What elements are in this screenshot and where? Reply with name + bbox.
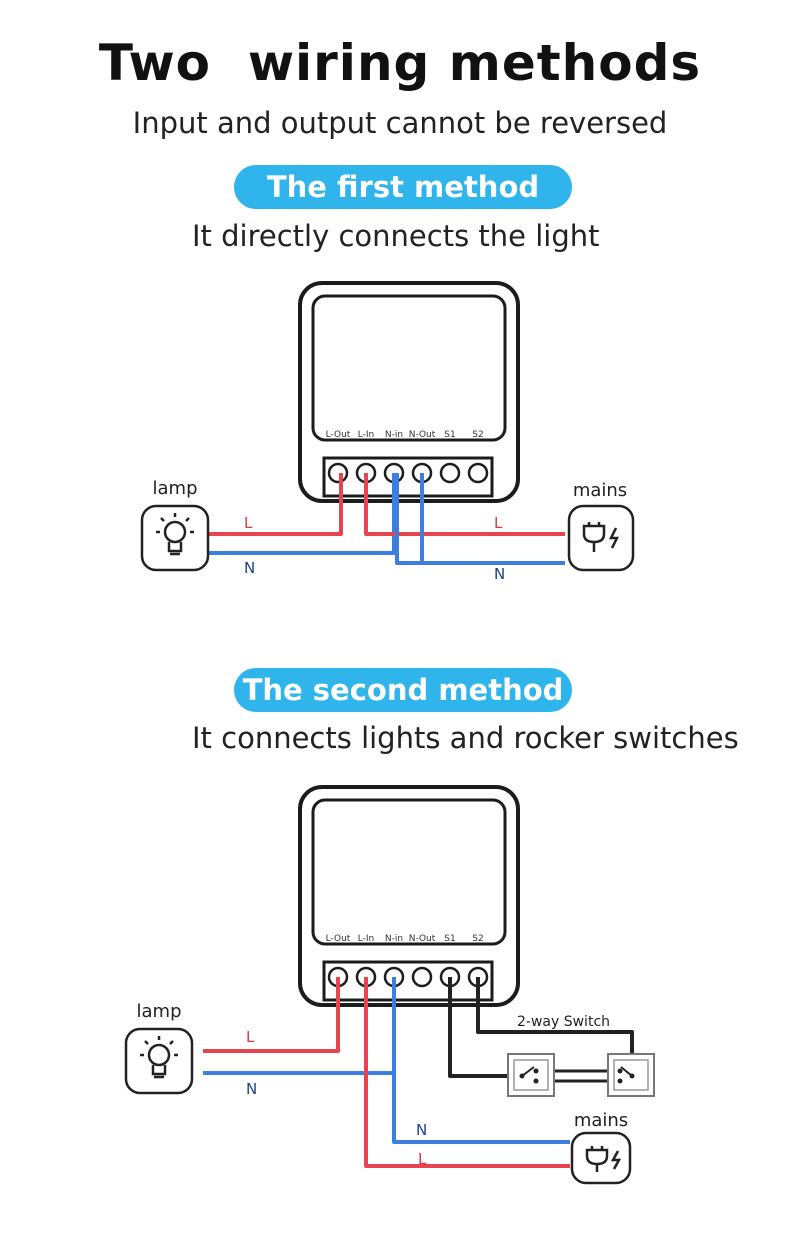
mains-live-wire — [364, 473, 565, 536]
method-2-badge: The second method — [234, 668, 572, 712]
mains-neutral-label: N — [494, 565, 505, 583]
lamp-live-wire — [208, 473, 343, 536]
terminal-label-l-out: L-Out — [326, 430, 351, 440]
lamp-live-label: L — [244, 514, 253, 532]
lamp-neutral-wire — [208, 473, 396, 555]
terminal-label-n-out: N-Out — [409, 934, 436, 944]
mains-label: mains — [574, 1110, 628, 1131]
lightbulb-icon — [140, 504, 210, 572]
method-1-description: It directly connects the light — [192, 219, 600, 253]
terminal-label-l-in: L-In — [358, 934, 374, 944]
method-1-diagram: L-Out L-In N-in N-Out S1 S2 L N L N lamp… — [140, 281, 635, 583]
terminal-label-n-out: N-Out — [409, 430, 436, 440]
terminal-label-n-in: N-in — [385, 430, 403, 440]
lamp-label: lamp — [137, 1001, 182, 1022]
terminal-label-l-in: L-In — [358, 430, 374, 440]
lamp-live-label: L — [246, 1028, 255, 1046]
mains-label: mains — [573, 480, 627, 501]
terminal-labels: L-Out L-In N-in N-Out S1 S2 — [326, 430, 484, 440]
terminal-label-s1: S1 — [444, 430, 455, 440]
terminal-block — [322, 960, 494, 1002]
lamp-neutral-label: N — [244, 559, 255, 577]
page-title: Two wiring methods — [98, 34, 702, 92]
mains-neutral-wire — [392, 977, 570, 1144]
switch-wire-s1 — [448, 977, 522, 1078]
smart-switch-module — [298, 281, 520, 503]
lightbulb-icon — [124, 1027, 194, 1095]
page-subtitle: Input and output cannot be reversed — [132, 106, 668, 140]
lamp-live-wire — [203, 977, 340, 1053]
smart-switch-module — [298, 785, 520, 1007]
terminal-label-n-in: N-in — [385, 934, 403, 944]
terminal-label-s2: S2 — [472, 430, 483, 440]
rocker-switch-icon — [607, 1053, 655, 1097]
lamp-neutral-label: N — [246, 1080, 257, 1098]
terminal-label-s2: S2 — [472, 934, 483, 944]
method-2-description: It connects lights and rocker switches — [192, 721, 739, 755]
terminal-label-l-out: L-Out — [326, 934, 351, 944]
rocker-switch-icon — [507, 1053, 555, 1097]
lamp-label: lamp — [153, 478, 198, 499]
terminal-block — [322, 456, 494, 498]
mains-live-wire — [364, 977, 570, 1168]
mains-live-label: L — [494, 514, 503, 532]
power-plug-icon — [570, 1131, 632, 1185]
power-plug-icon — [567, 504, 635, 572]
mains-live-label: L — [418, 1150, 427, 1168]
mains-neutral-label: N — [416, 1121, 427, 1139]
neutral-bridge-wire — [395, 473, 422, 565]
terminal-label-s1: S1 — [444, 934, 455, 944]
method-1-badge: The first method — [234, 165, 572, 209]
method-2-diagram: L-Out L-In N-in N-Out S1 S2 L N N L 2-wa… — [124, 785, 655, 1185]
switch-label: 2-way Switch — [517, 1014, 610, 1030]
terminal-labels: L-Out L-In N-in N-Out S1 S2 — [326, 934, 484, 944]
